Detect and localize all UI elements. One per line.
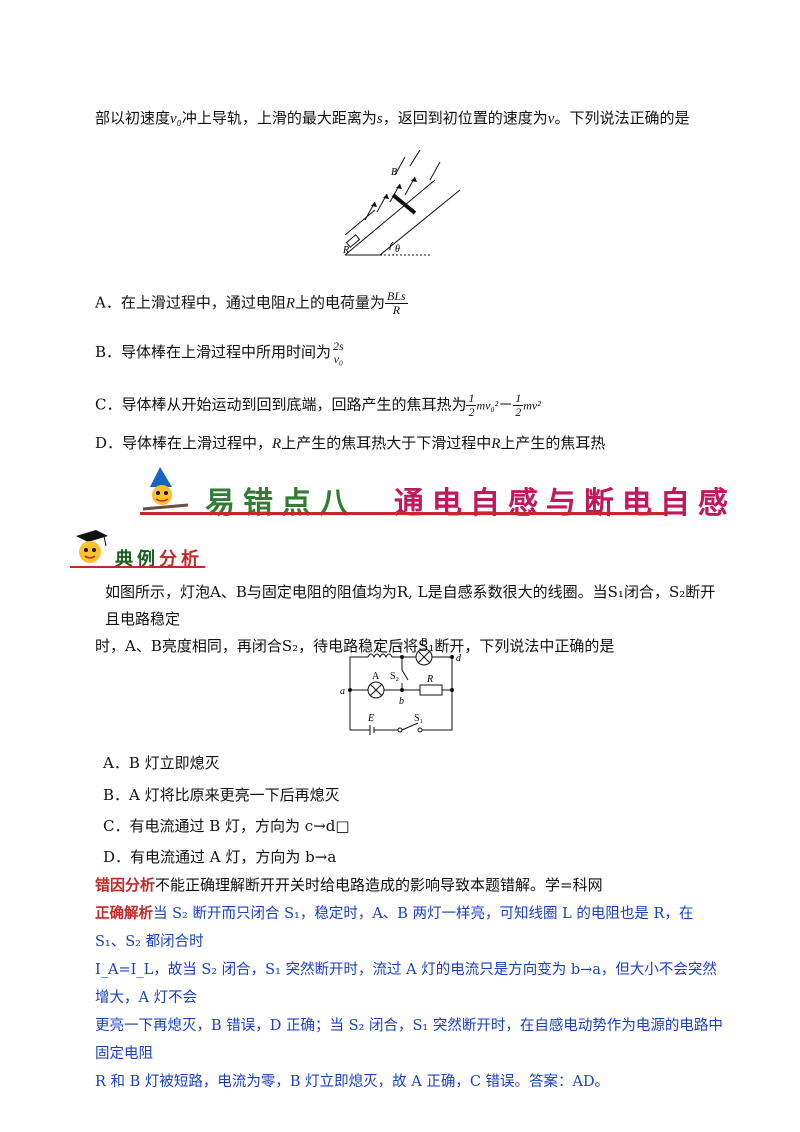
option-b-lamp: B．A 灯将比原来更亮一下后再熄灭 <box>103 786 340 804</box>
section-banner: 易错点八 通电自感与断电自感 <box>205 486 736 521</box>
question-intro: 部以初速度v₀冲上导轨，上滑的最大距离为s，返回到初位置的速度为v。下列说法正确… <box>95 109 690 127</box>
option-a-lamp: A．B 灯立即熄灭 <box>103 754 220 772</box>
example-analysis-heading: 典例分析 <box>115 549 203 570</box>
option-c-lamp: C．有电流通过 B 灯，方向为 c→d□ <box>103 817 350 835</box>
question-text: 如图所示，灯泡A、B与固定电阻的阻值均为R, L是自感系数很大的线圈。当S₁闭合… <box>95 583 716 655</box>
node-a-label: a <box>340 686 345 697</box>
inclined-rail-figure: B R θ <box>342 150 461 256</box>
node-c-label: c <box>398 641 403 652</box>
resistor-label: R <box>426 674 433 685</box>
lamp-b-label: B <box>421 637 428 648</box>
inductor-label: L <box>375 641 382 652</box>
field-label-b: B <box>391 167 397 178</box>
angle-label-theta: θ <box>395 244 400 255</box>
option-d: D．导体棒在上滑过程中，R上产生的焦耳热大于下滑过程中R上产生的焦耳热 <box>95 434 606 452</box>
graduate-mascot-icon <box>76 530 108 563</box>
node-b-label: b <box>399 696 404 707</box>
node-d-label: d <box>456 653 462 664</box>
lamp-a-label: A <box>372 671 380 682</box>
option-d-lamp: D．有电流通过 A 灯，方向为 b→a <box>103 848 337 866</box>
wizard-mascot-icon <box>142 467 189 511</box>
correct-analysis: 正确解析当 S₂ 断开而只闭合 S₁，稳定时，A、B 两灯一样亮，可知线圈 L … <box>95 906 723 1090</box>
sub-heading-underline <box>70 566 205 568</box>
emf-label: E <box>367 713 374 724</box>
banner-underline <box>140 512 665 515</box>
resistor-label-r: R <box>342 245 349 256</box>
switch-s2-label: S₂ <box>390 671 399 682</box>
circuit-diagram: L c B d S₂ a A R b E S₁ <box>340 637 462 735</box>
error-cause: 错因分析不能正确理解断开开关时给电路造成的影响导致本题错解。学=科网 <box>95 876 603 894</box>
switch-s1-label: S₁ <box>414 713 423 724</box>
